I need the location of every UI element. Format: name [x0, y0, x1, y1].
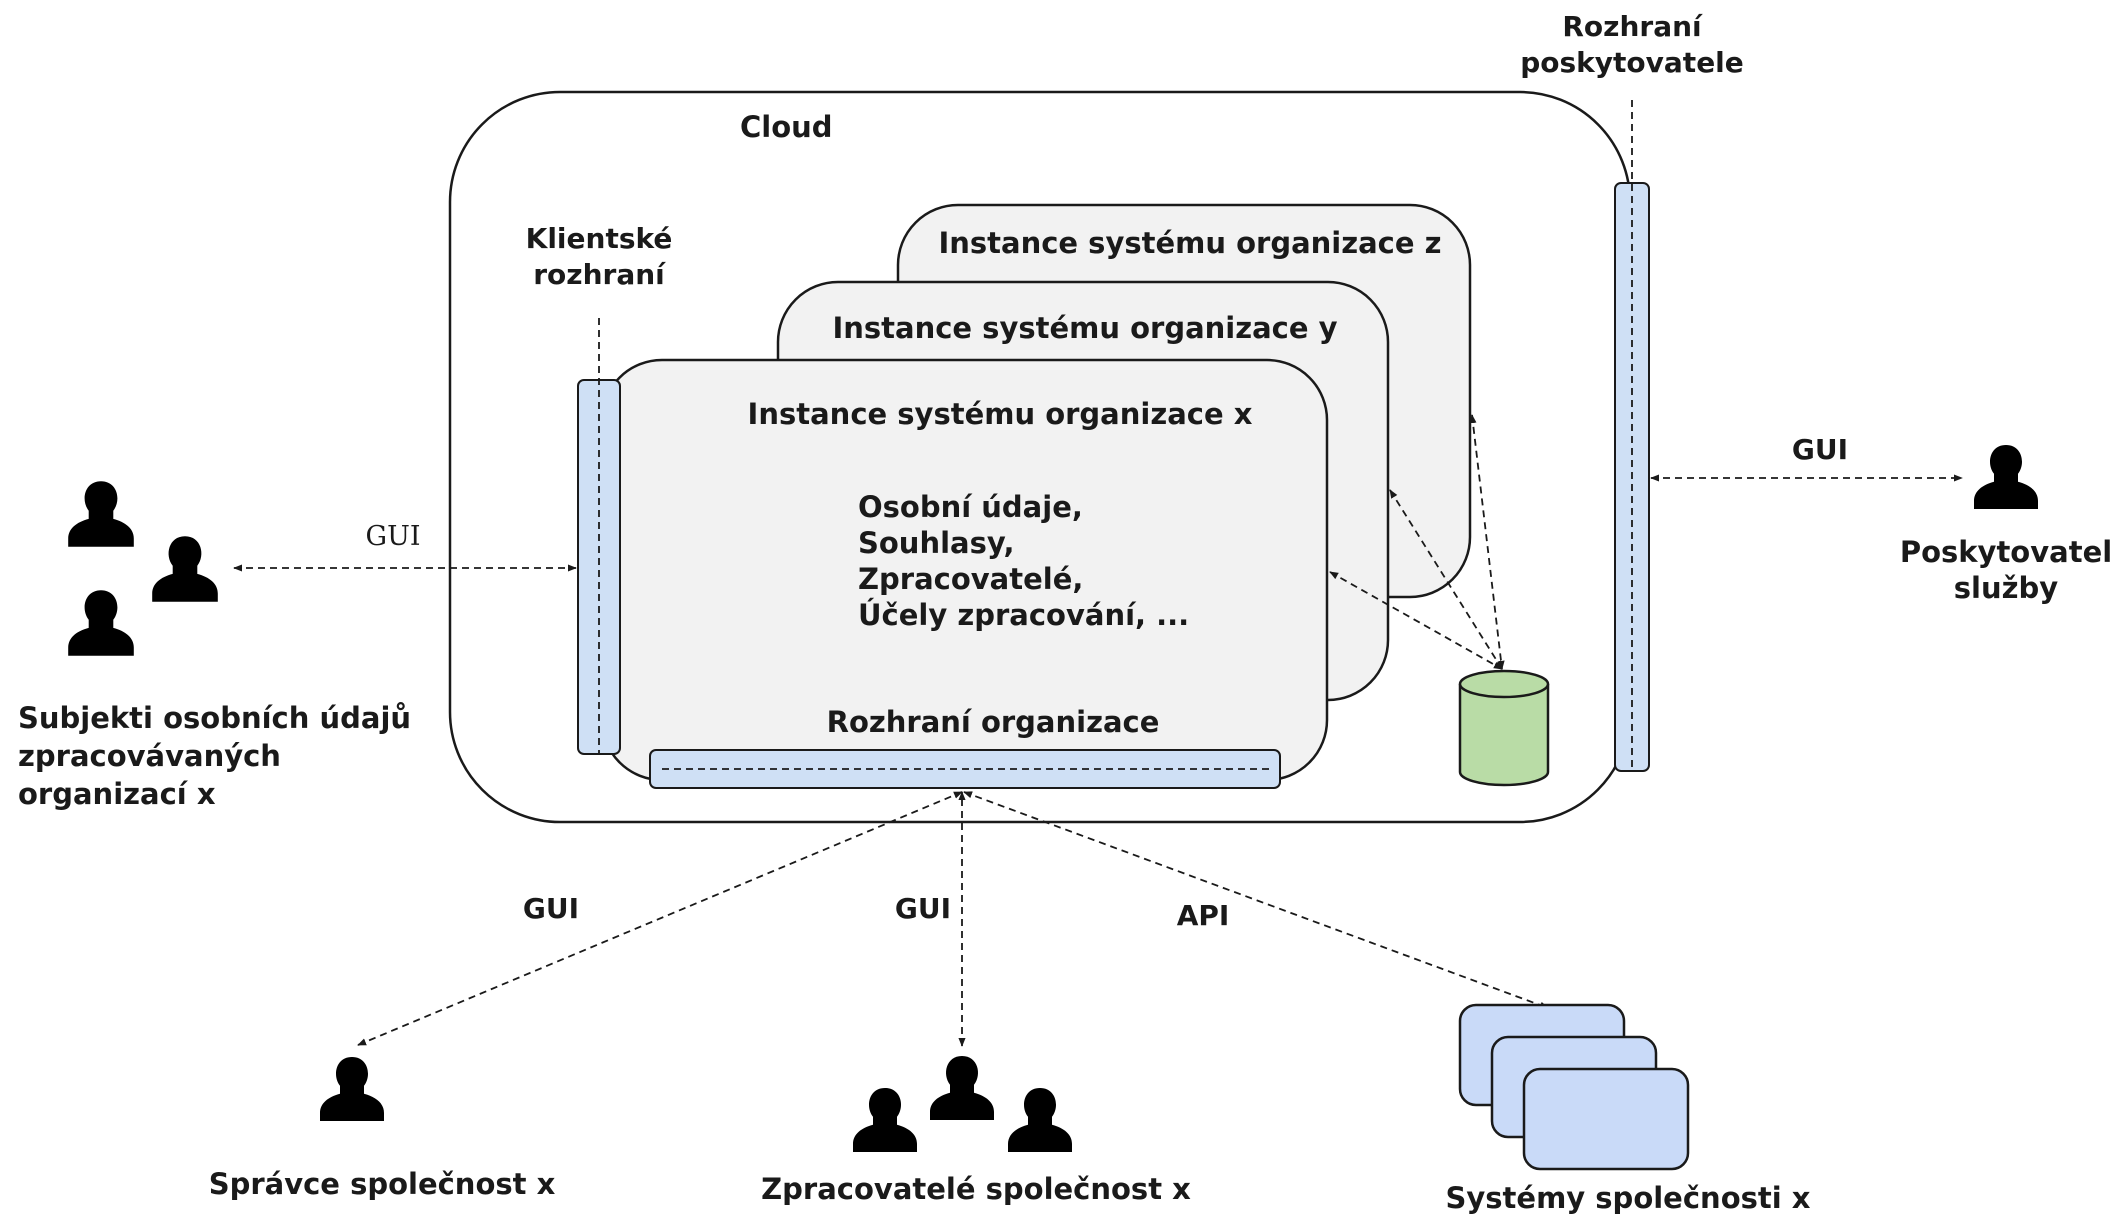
provider-interface-label-line1: Rozhraní [1562, 10, 1703, 43]
data-item-personal-data: Osobní údaje, [858, 490, 1083, 524]
subjects-label-line1: Subjekti osobních údajů [18, 701, 411, 735]
client-interface-label-line1: Klientské [526, 222, 673, 255]
systems-icon-group [1458, 1003, 1690, 1171]
instance-y-title: Instance systému organizace y [832, 311, 1337, 345]
admin-person-icon [320, 1057, 384, 1121]
provider-label-line2: služby [1954, 571, 2058, 605]
processors-icon-group [853, 1056, 1072, 1152]
person-icon [152, 536, 218, 602]
instance-z-db-connector [1469, 414, 1505, 670]
instance-x-title: Instance systému organizace x [748, 397, 1253, 431]
person-icon [68, 590, 134, 656]
system-box [1522, 1067, 1690, 1171]
person-icon [930, 1056, 994, 1120]
cloud-label: Cloud [740, 110, 833, 144]
admin-label: Správce společnost x [209, 1167, 556, 1201]
processors-connector-label: GUI [895, 892, 951, 925]
processors-label: Zpracovatelé společnost x [761, 1172, 1191, 1206]
subjects-icon-group [68, 481, 218, 656]
provider-person-icon [1974, 445, 2038, 509]
data-item-purposes: Účely zpracování, ... [858, 598, 1189, 632]
provider-label-line1: Poskytovatel [1900, 535, 2112, 569]
org-interface-label: Rozhraní organizace [827, 705, 1160, 739]
systems-label: Systémy společnosti x [1446, 1181, 1811, 1215]
client-interface-label-line2: rozhraní [533, 258, 666, 291]
database-icon [1458, 669, 1550, 787]
subjects-label-line3: organizací x [18, 777, 216, 811]
person-icon [68, 481, 134, 547]
admin-connector-label: GUI [523, 892, 579, 925]
provider-interface-label-line2: poskytovatele [1520, 46, 1744, 79]
data-item-consents: Souhlasy, [858, 526, 1015, 560]
person-icon [1008, 1088, 1072, 1152]
instance-x-db-connector [1329, 571, 1503, 670]
instance-z-title: Instance systému organizace z [938, 226, 1441, 260]
admin-connector [357, 791, 963, 1046]
subjects-connector-label: GUI [366, 521, 421, 552]
subjects-label-line2: zpracovávaných [18, 739, 281, 773]
data-item-processors: Zpracovatelé, [858, 562, 1083, 596]
provider-connector-label: GUI [1792, 433, 1848, 466]
systems-connector [963, 791, 1549, 1009]
client-interface-bar [577, 379, 621, 755]
systems-connector-label: API [1177, 899, 1230, 932]
person-icon [853, 1088, 917, 1152]
